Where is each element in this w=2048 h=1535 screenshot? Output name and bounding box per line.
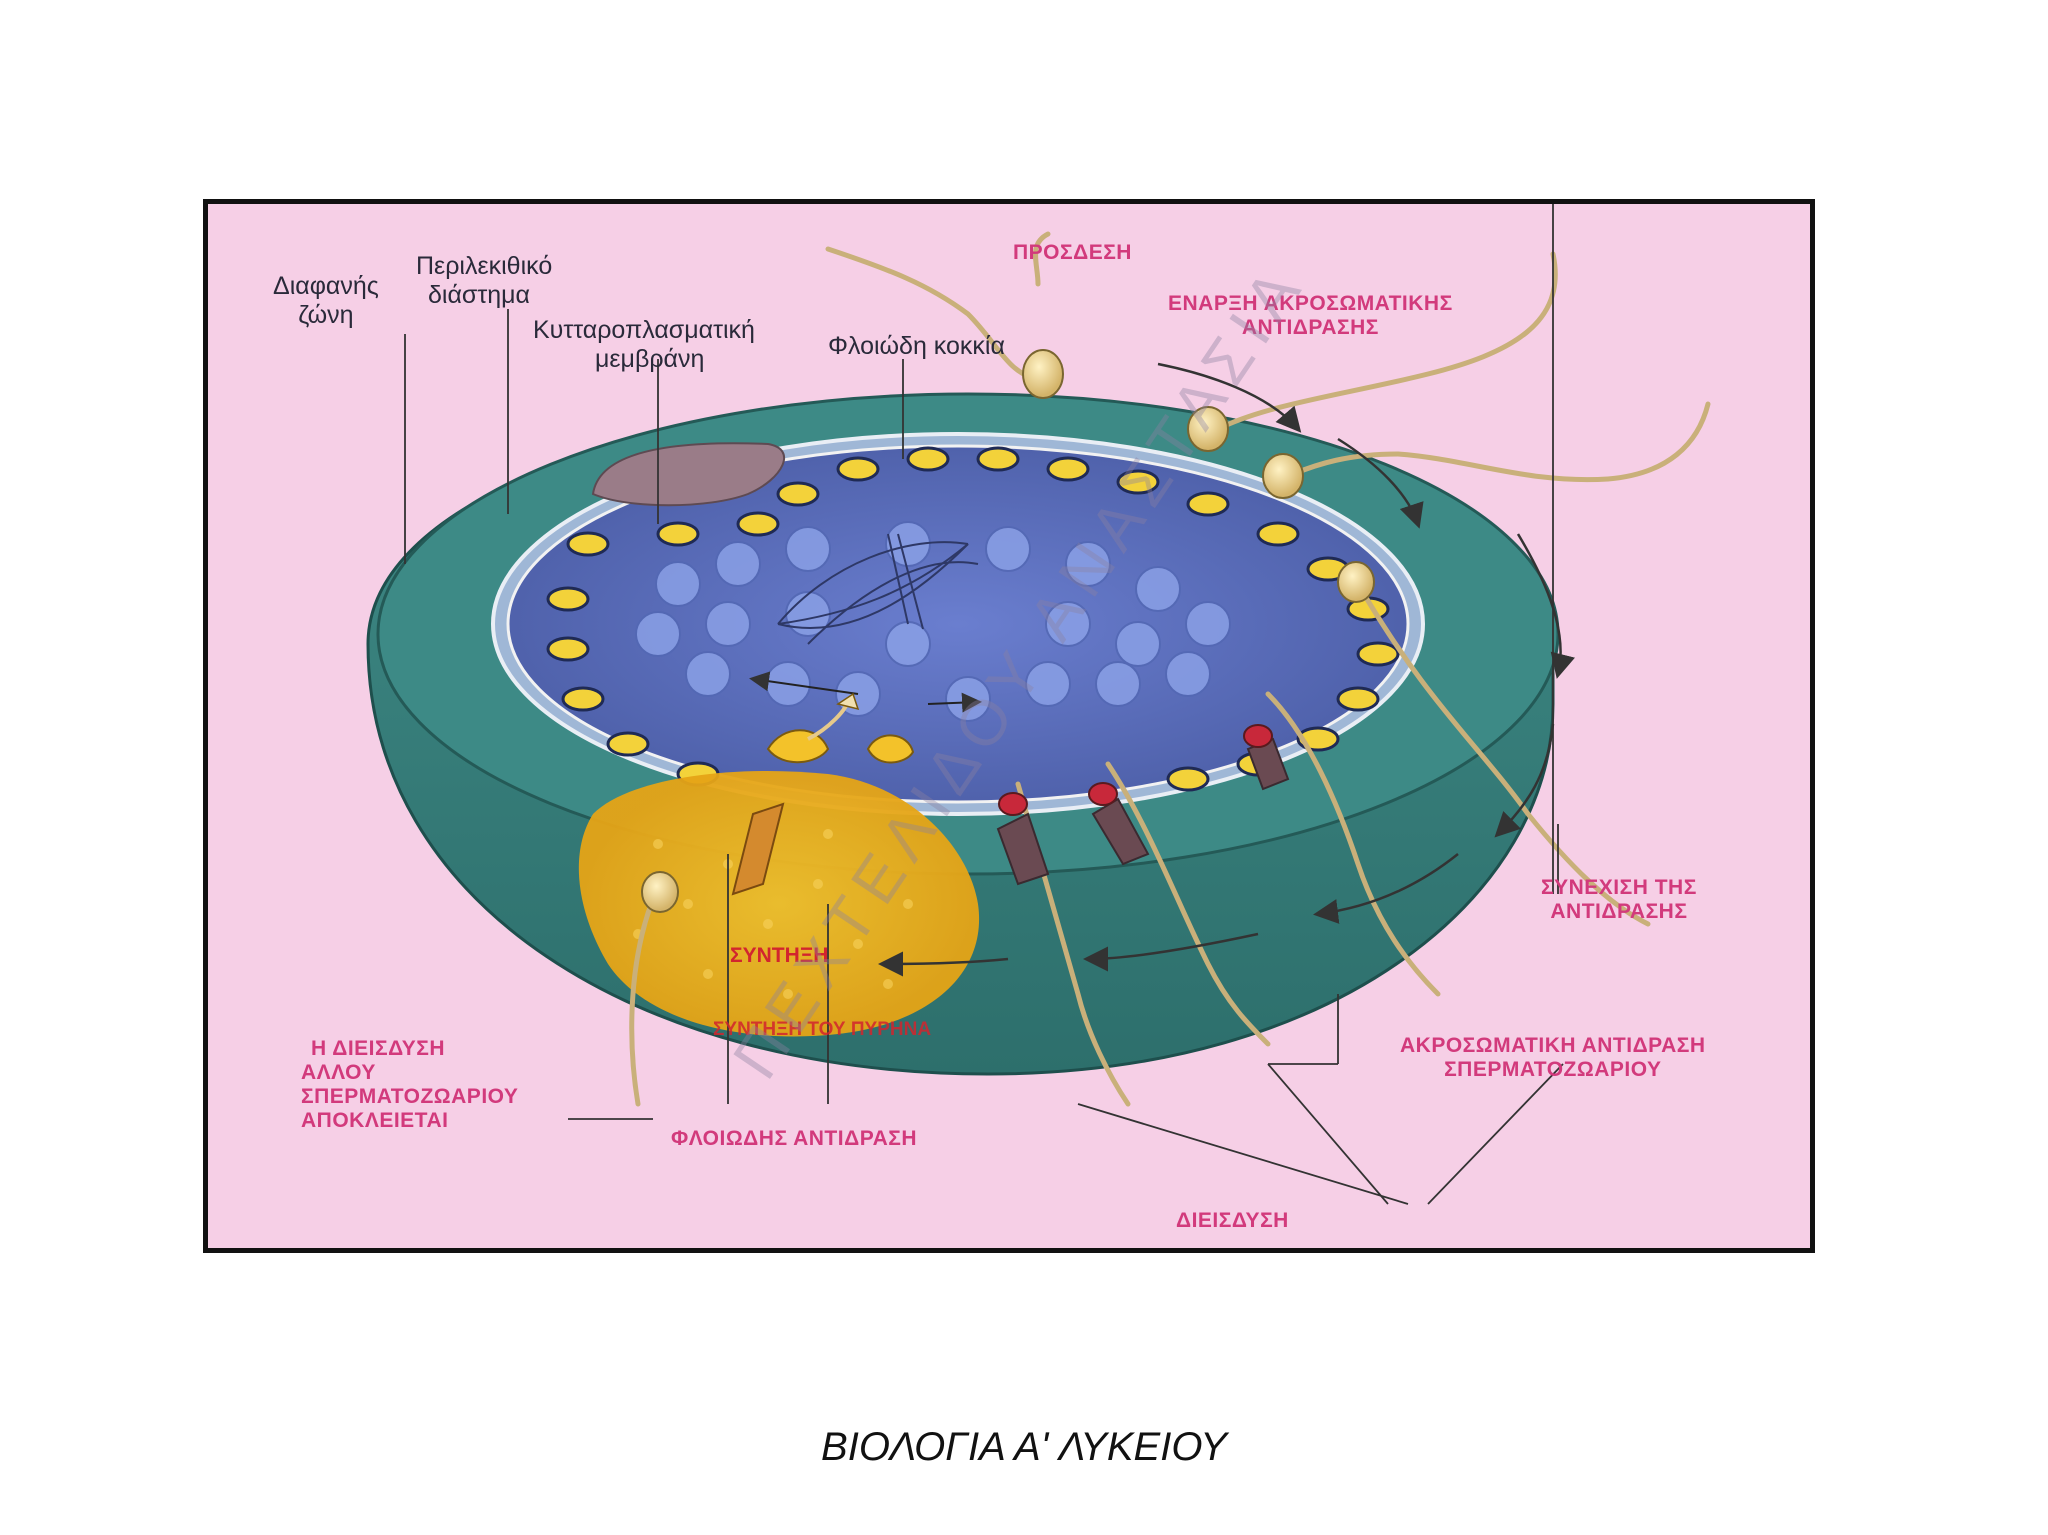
slide-footer-title: ΒΙΟΛΟΓΙΑ Α' ΛΥΚΕΙΟΥ [821, 1425, 1227, 1469]
acrosome-reaction-label-line2: ΣΠΕΡΜΑΤΟΖΩΑΡΙΟΥ [1444, 1058, 1662, 1082]
zona-pellucida-label-line2: ζώνη [298, 300, 354, 329]
penetration-label: ΔΙΕΙΣΔΥΣΗ [1176, 1209, 1289, 1232]
fused-sperm [731, 692, 860, 896]
binding-label: ΠΡΟΣΔΕΣΗ [1013, 241, 1132, 264]
polar-body [591, 442, 786, 507]
meiotic-spindle [777, 533, 979, 645]
perivitelline-space-label-line1: Περιλεκιθικό [416, 252, 553, 280]
acrosome-reaction-label-line1: ΑΚΡΟΣΩΜΑΤΙΚΗ ΑΝΤΙΔΡΑΣΗ [1400, 1034, 1706, 1057]
exclusion-label-line4: ΑΠΟΚΛΕΙΕΤΑΙ [301, 1109, 449, 1133]
fusion-label: ΣΥΝΤΗΞΗ [730, 944, 829, 967]
penetrating-sperm [996, 724, 1290, 886]
plasma-membrane-label: Κυτταροπλασματική μεμβράνη [533, 316, 755, 374]
perivitelline-space-label: Περιλεκιθικό διάστημα [416, 252, 552, 310]
exocytosed-granules [766, 729, 915, 764]
plasma-membrane-label-line1: Κυτταροπλασματική [533, 316, 755, 344]
nucleus-fusion-label: ΣΥΝΤΗΞΗ ΤΟΥ ΠΥΡΗΝΑ [713, 1019, 932, 1040]
sperm-heads [641, 349, 1375, 913]
continuation-label-line1: ΣΥΝΕΧΙΣΗ ΤΗΣ [1541, 876, 1697, 899]
exclusion-label: Η ΔΙΕΙΣΔΥΣΗ ΑΛΛΟΥ ΣΠΕΡΜΑΤΟΖΩΑΡΙΟΥ ΑΠΟΚΛΕ… [301, 1037, 518, 1134]
acrosome-start-label-line2: ΑΝΤΙΔΡΑΣΗΣ [1241, 316, 1379, 340]
acrosome-start-label-line1: ΕΝΑΡΞΗ ΑΚΡΟΣΩΜΑΤΙΚΗΣ [1168, 292, 1453, 315]
cortical-reaction-label: ΦΛΟΙΩΔΗΣ ΑΝΤΙΔΡΑΣΗ [671, 1127, 918, 1150]
egg-cytoplasm [506, 444, 1410, 804]
leader-lines [404, 204, 1564, 1205]
acrosome-reaction-label: ΑΚΡΟΣΩΜΑΤΙΚΗ ΑΝΤΙΔΡΑΣΗ ΣΠΕΡΜΑΤΟΖΩΑΡΙΟΥ [1400, 1034, 1706, 1082]
exclusion-label-line2: ΑΛΛΟΥ [301, 1061, 376, 1085]
cortical-granules-label: Φλοιώδη κοκκία [828, 332, 1005, 360]
cytoplasm-arrows [749, 671, 982, 713]
exclusion-label-line1: Η ΔΙΕΙΣΔΥΣΗ [311, 1037, 446, 1060]
plasma-membrane-label-line2: μεμβράνη [595, 344, 705, 373]
zona-pellucida-label: Διαφανής ζώνη [273, 272, 379, 330]
zona-pellucida-label-line1: Διαφανής [273, 272, 379, 300]
figure-frame: Διαφανής ζώνη Περιλεκιθικό διάστημα Κυττ… [203, 199, 1815, 1253]
continuation-label-line2: ΑΝΤΙΔΡΑΣΗΣ [1550, 900, 1688, 924]
exclusion-label-line3: ΣΠΕΡΜΑΤΟΖΩΑΡΙΟΥ [301, 1085, 519, 1109]
continuation-label: ΣΥΝΕΧΙΣΗ ΤΗΣ ΑΝΤΙΔΡΑΣΗΣ [1541, 876, 1697, 924]
fertilization-diagram [366, 204, 1711, 1205]
sperm-cells [629, 231, 1711, 1107]
perivitelline-space-label-line2: διάστημα [428, 280, 530, 309]
acrosome-start-label: ΕΝΑΡΞΗ ΑΚΡΟΣΩΜΑΤΙΚΗΣ ΑΝΤΙΔΡΑΣΗΣ [1168, 292, 1453, 340]
